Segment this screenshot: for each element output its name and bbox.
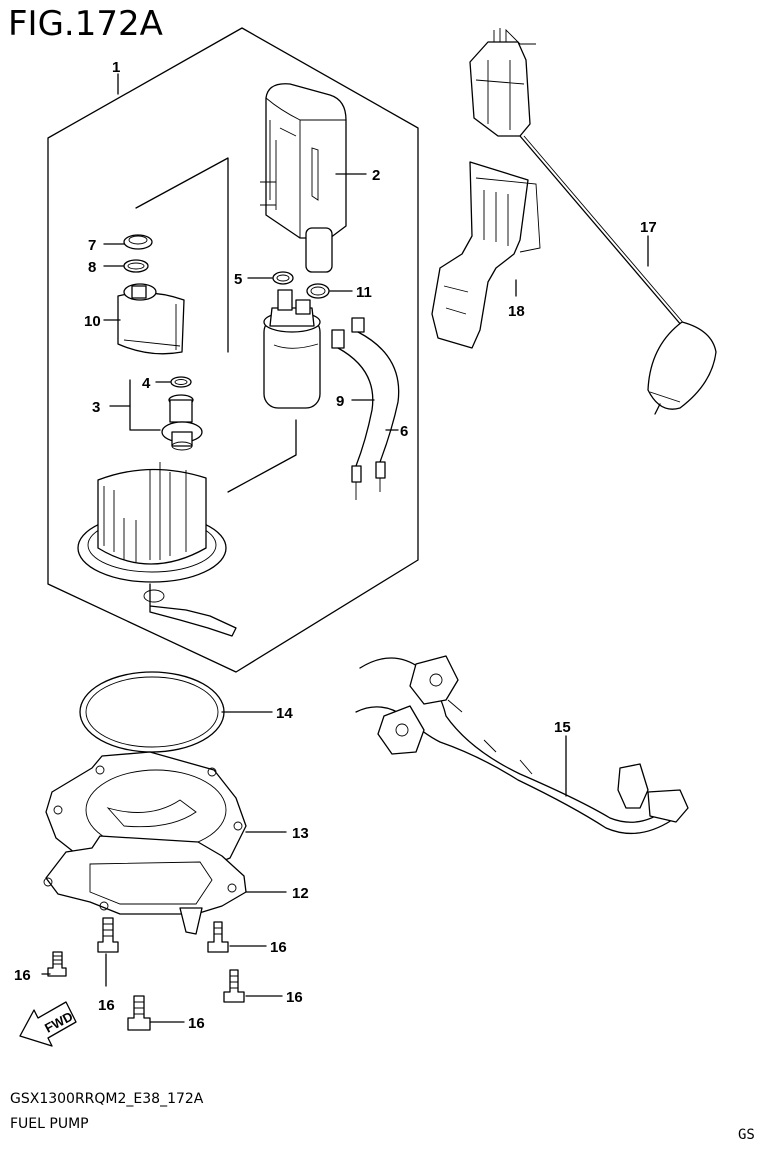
bolt-part-16-d[interactable]	[223, 969, 245, 1003]
assembly-boundary	[47, 27, 419, 673]
callout-9: 9	[336, 393, 344, 410]
pump-holder-part-10[interactable]	[117, 283, 185, 355]
bolt-part-16-a[interactable]	[47, 951, 67, 977]
callout-8: 8	[88, 259, 96, 276]
figure-name: FUEL PUMP	[10, 1116, 89, 1132]
callout-17: 17	[640, 219, 657, 236]
o-ring-part-5[interactable]	[272, 271, 294, 285]
callout-16-a: 16	[14, 967, 31, 984]
bracket-part-18[interactable]	[431, 161, 541, 349]
lead-wires-part-6-9[interactable]	[331, 317, 400, 500]
callout-11: 11	[356, 284, 372, 301]
pressure-regulator-part-3[interactable]	[161, 394, 203, 451]
ring-part-7[interactable]	[123, 234, 153, 250]
o-ring-part-11[interactable]	[306, 283, 330, 299]
callout-16-d: 16	[286, 989, 303, 1006]
o-ring-part-4[interactable]	[170, 376, 192, 388]
callout-7: 7	[88, 237, 96, 254]
callout-16-c: 16	[270, 939, 287, 956]
bolt-part-16-c[interactable]	[207, 921, 229, 953]
wiring-harness-part-15[interactable]	[355, 655, 689, 834]
figure-title: FIG.172A	[8, 4, 163, 44]
bracket-lower	[227, 419, 297, 493]
gasket-ring-part-14[interactable]	[79, 671, 225, 753]
callout-10: 10	[84, 313, 101, 330]
callout-18: 18	[508, 303, 525, 320]
fuel-pump-motor[interactable]	[263, 289, 321, 409]
callout-15: 15	[554, 719, 571, 736]
callout-3: 3	[92, 399, 100, 416]
bracket-upper	[135, 157, 229, 353]
callout-1: 1	[112, 59, 120, 76]
callout-2: 2	[372, 167, 380, 184]
bolt-part-16-b[interactable]	[97, 917, 119, 953]
bolt-part-16-e[interactable]	[127, 995, 151, 1031]
fuel-filter-part-2[interactable]	[260, 83, 347, 273]
region-code: GS	[738, 1127, 755, 1143]
model-code: GSX1300RRQM2_E38_172A	[10, 1091, 204, 1107]
callout-4: 4	[142, 375, 151, 392]
callout-16-b: 16	[98, 997, 115, 1014]
callout-14: 14	[276, 705, 293, 722]
fuel-level-sensor-part-17[interactable]	[469, 28, 717, 415]
forward-direction-arrow: FWD	[19, 1001, 77, 1047]
callout-12: 12	[292, 885, 309, 902]
leader-lines	[41, 73, 649, 1023]
pump-base-flange[interactable]	[77, 462, 237, 637]
callout-5: 5	[234, 271, 242, 288]
retaining-plate-part-12[interactable]	[43, 835, 247, 935]
callout-16-e: 16	[188, 1015, 205, 1032]
callout-13: 13	[292, 825, 309, 842]
callout-6: 6	[400, 423, 408, 440]
